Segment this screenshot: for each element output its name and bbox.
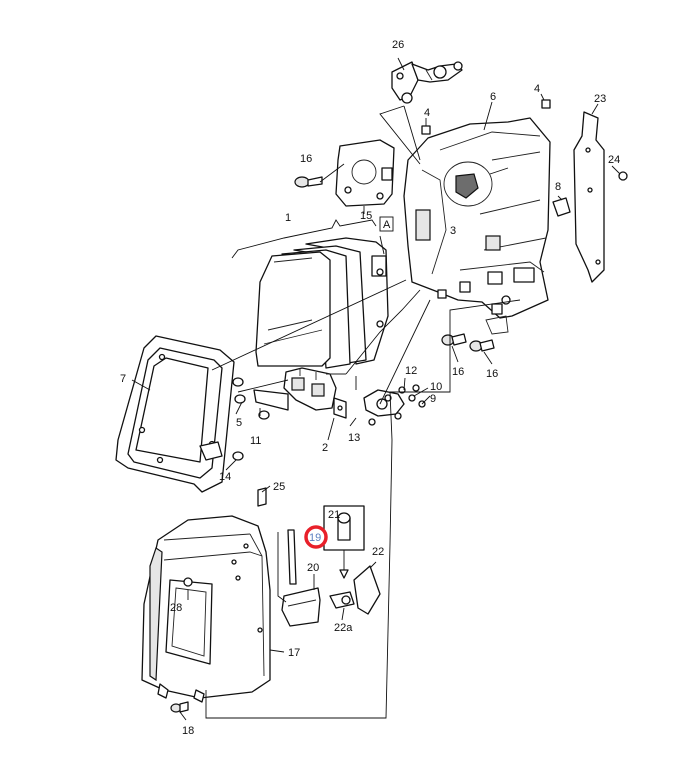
screw-16-right	[469, 339, 495, 352]
callout-16-right: 16	[486, 368, 498, 380]
callout-brace-1	[231, 219, 377, 259]
callout-22: 22	[372, 546, 384, 558]
view-reference-box-a	[379, 216, 394, 232]
headlamp-housing-6	[403, 117, 551, 335]
callout-24: 24	[608, 154, 620, 166]
highlight-ring-19[interactable]	[304, 525, 328, 549]
callout-10: 10	[430, 381, 442, 393]
corner-lamp-housing-17	[141, 515, 271, 703]
mounting-bracket-26	[391, 61, 463, 104]
screw-16-top	[294, 176, 323, 188]
gasket-23	[573, 111, 605, 283]
trim-bezel-7	[115, 335, 235, 493]
callout-11: 11	[250, 435, 261, 447]
callout-14: 14	[219, 471, 231, 483]
nut-4-mid	[421, 125, 431, 135]
callout-13: 13	[348, 432, 360, 444]
clip-8	[552, 197, 571, 217]
callout-25: 25	[273, 481, 285, 493]
callout-4-top: 4	[534, 83, 540, 95]
callout-4-mid: 4	[424, 107, 430, 119]
callout-16-top: 16	[300, 153, 312, 165]
callout-6: 6	[490, 91, 496, 103]
callout-9: 9	[430, 393, 436, 405]
bracket-2	[333, 397, 347, 419]
bulb-socket-3	[443, 161, 509, 207]
callout-22a: 22a	[334, 622, 353, 634]
callout-26: 26	[392, 39, 404, 51]
socket-22	[329, 565, 381, 615]
screw-14	[232, 451, 244, 461]
adjuster-bracket-5	[232, 377, 289, 411]
callout-23: 23	[594, 93, 606, 105]
headlamp-assembly-1	[255, 237, 389, 369]
clip-25	[257, 487, 267, 507]
callout-18: 18	[182, 725, 194, 737]
callout-12: 12	[405, 365, 417, 377]
screw-18	[170, 701, 189, 713]
motor-13	[363, 389, 405, 426]
screw-11	[258, 410, 270, 420]
callout-2: 2	[322, 442, 328, 454]
callout-5: 5	[236, 417, 242, 429]
callout-21: 21	[328, 509, 340, 521]
callout-19-highlighted[interactable]: 19	[309, 532, 321, 544]
callout-1: 1	[285, 212, 291, 224]
callout-labels: 26 4 4 6 23 16 24 8 15 1 3 A 7 16 16 12 …	[120, 39, 620, 737]
screw-24	[618, 171, 628, 181]
callout-20: 20	[307, 562, 319, 574]
screw-16-left	[441, 333, 467, 346]
adjuster-mechanism	[283, 367, 346, 411]
callout-17: 17	[288, 647, 300, 659]
bulb-21-box	[323, 505, 365, 579]
callout-8: 8	[555, 181, 561, 193]
lens-20	[281, 587, 321, 627]
callout-a: A	[383, 219, 391, 231]
callout-15: 15	[360, 210, 372, 222]
callout-28: 28	[170, 602, 182, 614]
bracket-15	[335, 139, 395, 207]
callout-3: 3	[450, 225, 456, 237]
nut-4-top-right	[541, 99, 551, 109]
callout-7: 7	[120, 373, 126, 385]
leader-lines	[131, 57, 621, 721]
fasteners-12-10	[398, 384, 426, 408]
gasket-strip-19	[287, 529, 297, 585]
callout-16-left: 16	[452, 366, 464, 378]
